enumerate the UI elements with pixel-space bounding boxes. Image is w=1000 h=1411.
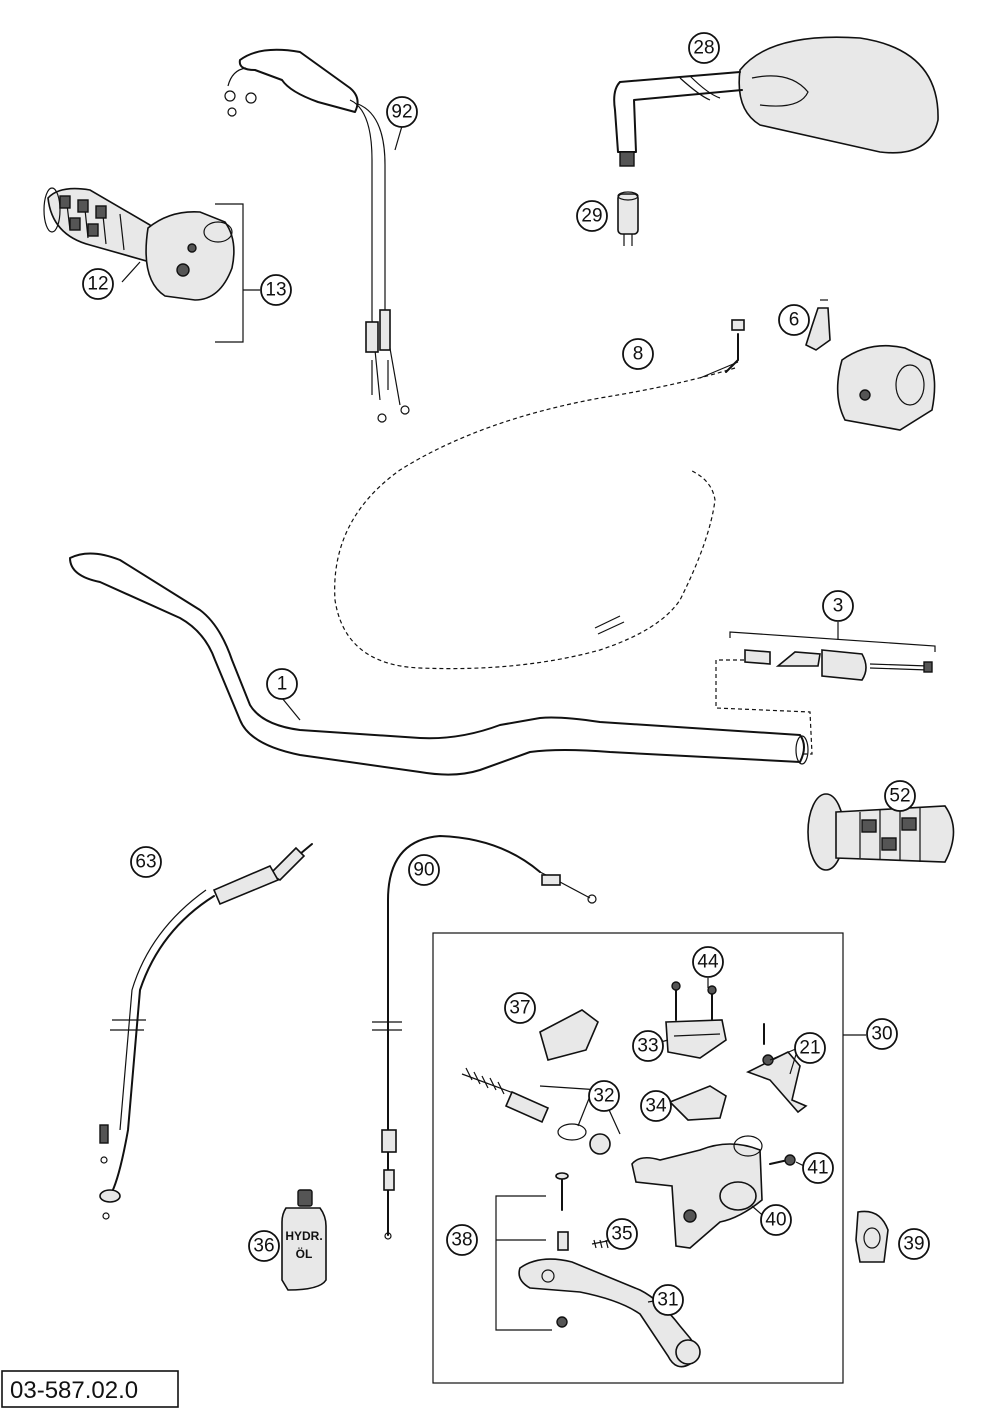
callout-label: 21 [799, 1038, 820, 1059]
callout-label: 32 [593, 1086, 614, 1107]
callout-40: 40 [760, 1204, 792, 1236]
callout-label: 6 [789, 310, 800, 331]
callout-label: 12 [87, 274, 108, 295]
callout-label: 40 [765, 1210, 786, 1231]
callout-label: 92 [391, 102, 412, 123]
callout-31: 31 [652, 1284, 684, 1316]
throttle-cables-92 [224, 48, 410, 423]
callout-label: 90 [413, 860, 434, 881]
bar-end-kit-3 [715, 622, 936, 755]
callout-35: 35 [606, 1218, 638, 1250]
callout-label: 13 [265, 280, 286, 301]
mirror-adapter-29 [617, 191, 639, 246]
cable-8 [334, 319, 745, 670]
callout-37: 37 [504, 992, 536, 1024]
callout-label: 1 [277, 674, 288, 695]
callout-33: 33 [632, 1030, 664, 1062]
callout-label: 37 [509, 998, 530, 1019]
callout-label: 39 [903, 1234, 924, 1255]
handlebar [69, 552, 809, 776]
clutch-master-cylinder-30 [432, 932, 889, 1384]
callout-label: 33 [637, 1036, 658, 1057]
callout-92: 92 [386, 96, 418, 128]
callout-label: 41 [807, 1158, 828, 1179]
callout-label: 30 [871, 1024, 892, 1045]
clutch-cable-90 [372, 835, 597, 1240]
throttle-housing-13 [145, 203, 244, 343]
callout-44: 44 [692, 946, 724, 978]
callout-63: 63 [130, 846, 162, 878]
callout-label: 35 [611, 1224, 632, 1245]
callout-1: 1 [266, 668, 298, 700]
callout-36: 36 [248, 1230, 280, 1262]
brake-hose-63 [99, 843, 313, 1220]
left-grip-52 [807, 793, 955, 871]
callout-label: 38 [451, 1230, 472, 1251]
callout-39: 39 [898, 1228, 930, 1260]
callout-12: 12 [82, 268, 114, 300]
callout-label: 52 [889, 786, 910, 807]
callout-label: 29 [581, 206, 602, 227]
callout-label: 31 [657, 1290, 678, 1311]
callout-label: 28 [693, 38, 714, 59]
callout-label: 36 [253, 1236, 274, 1257]
callout-label: 3 [833, 596, 844, 617]
callout-29: 29 [576, 200, 608, 232]
callout-38: 38 [446, 1224, 478, 1256]
callout-label: 8 [633, 344, 644, 365]
callout-13: 13 [260, 274, 292, 306]
callout-6: 6 [778, 304, 810, 336]
callout-3: 3 [822, 590, 854, 622]
callout-52: 52 [884, 780, 916, 812]
callout-8: 8 [622, 338, 654, 370]
callout-41: 41 [802, 1152, 834, 1184]
document-code-box: 03-587.02.0 [1, 1370, 179, 1408]
callout-label: 34 [645, 1096, 667, 1117]
callout-label: 63 [135, 852, 156, 873]
switch-6 [805, 299, 936, 431]
hydraulic-oil-bottle-36: HYDR. ÖL [281, 1189, 327, 1291]
callout-32: 32 [588, 1080, 620, 1112]
leader-lines [121, 125, 809, 1303]
mirror-28 [613, 36, 939, 167]
bottle-label-line-2: ÖL [296, 1246, 313, 1261]
callout-90: 90 [408, 854, 440, 886]
callout-21: 21 [794, 1032, 826, 1064]
callout-label: 44 [697, 952, 719, 973]
callout-30: 30 [866, 1018, 898, 1050]
throttle-grip-12 [43, 187, 156, 263]
callout-28: 28 [688, 32, 720, 64]
document-code: 03-587.02.0 [10, 1377, 138, 1404]
callout-34: 34 [640, 1090, 672, 1122]
bottle-label-line-1: HYDR. [285, 1229, 322, 1243]
